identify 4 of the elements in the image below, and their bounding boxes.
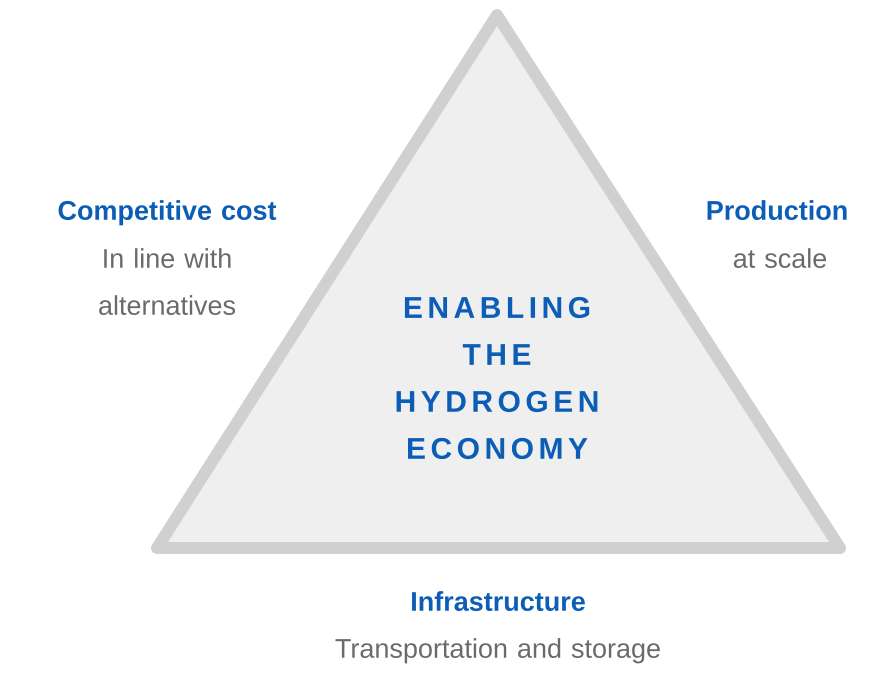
subtext: Transportation and storage [336, 638, 660, 664]
heading: Infrastructure [412, 591, 585, 612]
subtext: at scale [734, 248, 826, 268]
heading: Production [708, 200, 847, 220]
